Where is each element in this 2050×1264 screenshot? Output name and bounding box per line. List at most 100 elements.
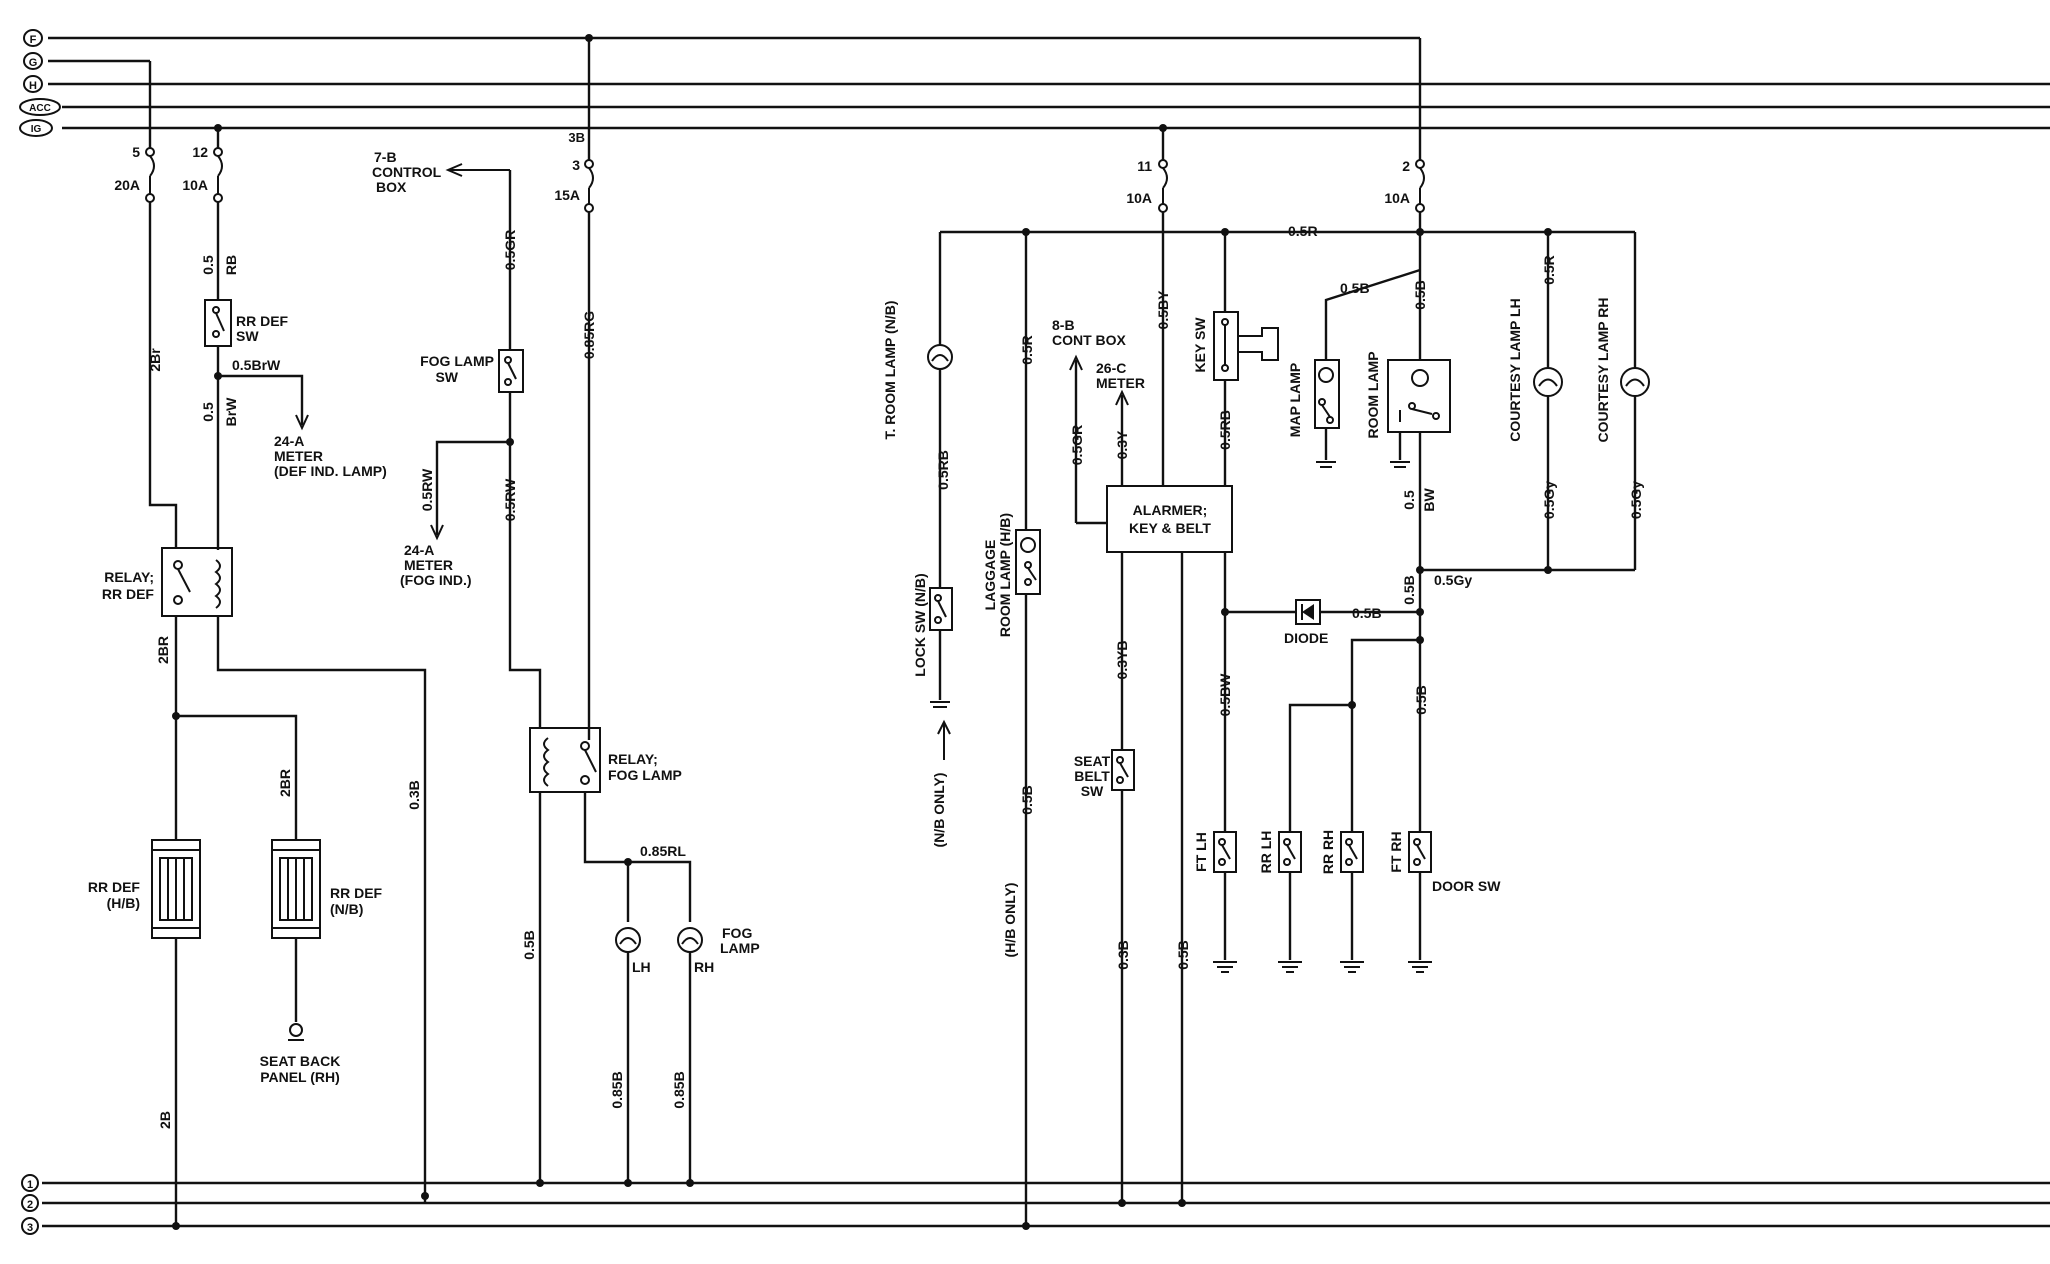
svg-text:0.5: 0.5	[1401, 490, 1417, 510]
door-switch-rr-lh: RR LH	[1258, 831, 1302, 874]
svg-text:FT LH: FT LH	[1193, 832, 1209, 872]
svg-text:RELAY;: RELAY;	[608, 751, 658, 767]
fuse-5: 5 20A	[114, 144, 155, 203]
svg-text:0.5B: 0.5B	[1019, 785, 1035, 815]
fuse-12: 12 10A	[182, 144, 223, 203]
fuse-3: 3B 3 15A	[554, 130, 594, 213]
seat-belt-switch	[1111, 749, 1135, 791]
svg-text:20A: 20A	[114, 177, 140, 193]
svg-text:IG: IG	[31, 124, 42, 135]
fog-lamp-lh-icon: LH	[615, 927, 651, 975]
svg-text:SEAT: SEAT	[1074, 753, 1111, 769]
svg-text:ALARMER;: ALARMER;	[1133, 502, 1208, 518]
svg-text:10A: 10A	[1126, 190, 1152, 206]
svg-text:0.5R: 0.5R	[1541, 255, 1557, 285]
svg-text:0.5Gy: 0.5Gy	[1628, 481, 1644, 519]
svg-text:LAMP: LAMP	[720, 940, 760, 956]
svg-text:0.5: 0.5	[200, 255, 216, 275]
svg-text:12: 12	[192, 144, 208, 160]
svg-text:0.5B: 0.5B	[1413, 685, 1429, 715]
svg-text:0.5R: 0.5R	[1288, 223, 1318, 239]
rr-def-switch: RR DEF SW	[204, 299, 289, 347]
svg-text:0.5B: 0.5B	[1175, 940, 1191, 970]
svg-text:5: 5	[132, 144, 140, 160]
svg-text:0.5B: 0.5B	[1352, 605, 1382, 621]
relay-rr-def: RELAY; RR DEF	[102, 547, 233, 617]
svg-text:T. ROOM LAMP (N/B): T. ROOM LAMP (N/B)	[882, 301, 898, 440]
svg-text:0.3B: 0.3B	[1115, 940, 1131, 970]
rr-def-circuit: 5 20A 2Br 12 10A 0.5 RB RR DEF SW	[88, 61, 427, 1230]
svg-text:0.5GR: 0.5GR	[1069, 425, 1085, 465]
svg-text:RR LH: RR LH	[1258, 831, 1274, 874]
svg-text:3: 3	[572, 157, 580, 173]
fog-lamp-circuit: 3B 3 15A 0.85RG 7-B CONTROL BOX 0.5GR FO…	[372, 34, 760, 1203]
svg-text:2: 2	[27, 1199, 33, 1211]
svg-text:26-C: 26-C	[1096, 360, 1126, 376]
top-buses: F G H ACC IG	[19, 29, 2050, 137]
svg-text:0.3Y: 0.3Y	[1114, 430, 1130, 459]
svg-text:SEAT BACK: SEAT BACK	[260, 1053, 341, 1069]
relay-fog-lamp: RELAY; FOG LAMP	[529, 727, 682, 793]
svg-text:BELT: BELT	[1074, 768, 1110, 784]
door-switch-ft-rh: FT RH	[1388, 831, 1432, 873]
lock-switch	[929, 587, 953, 631]
svg-text:0.3B: 0.3B	[406, 780, 422, 810]
fuse-2: 2 10A	[1384, 158, 1425, 213]
svg-text:2: 2	[1402, 158, 1410, 174]
svg-text:PANEL (RH): PANEL (RH)	[260, 1069, 340, 1085]
svg-text:SW: SW	[1081, 783, 1104, 799]
svg-text:2B: 2B	[157, 1111, 173, 1129]
svg-text:0.3YB: 0.3YB	[1114, 641, 1130, 680]
svg-text:COURTESY LAMP LH: COURTESY LAMP LH	[1507, 298, 1523, 441]
svg-text:0.5RW: 0.5RW	[419, 468, 435, 511]
svg-text:0.5: 0.5	[200, 402, 216, 422]
svg-text:RR DEF: RR DEF	[88, 879, 141, 895]
rr-def-hb-heater: RR DEF (H/B)	[88, 716, 201, 939]
courtesy-lamp-rh-icon	[1620, 367, 1650, 397]
interior-lamps-circuit: 11 10A 0.5BY 2 10A 0.5R T. ROOM LAMP (N/	[882, 38, 1650, 1230]
bus-ig-terminal: IG	[19, 119, 53, 137]
svg-text:10A: 10A	[182, 177, 208, 193]
fog-lamp-switch: FOG LAMP SW	[420, 349, 524, 393]
svg-text:3B: 3B	[568, 130, 585, 145]
svg-text:0.5Gy: 0.5Gy	[1541, 481, 1557, 519]
fuse-11: 11 10A	[1126, 158, 1168, 213]
bus-3-terminal: 3	[21, 1217, 39, 1235]
svg-text:FT RH: FT RH	[1388, 831, 1404, 872]
svg-text:(H/B): (H/B)	[107, 895, 140, 911]
svg-text:0.5BrW: 0.5BrW	[232, 357, 281, 373]
svg-text:(N/B): (N/B)	[330, 901, 363, 917]
svg-text:BOX: BOX	[376, 179, 407, 195]
svg-text:1: 1	[27, 1179, 33, 1191]
svg-text:0.5Gy: 0.5Gy	[1434, 572, 1472, 588]
svg-text:24-A: 24-A	[274, 433, 304, 449]
svg-text:FOG: FOG	[722, 925, 752, 941]
rr-def-nb-heater: RR DEF (N/B)	[271, 839, 383, 939]
svg-text:0.5R: 0.5R	[1019, 335, 1035, 365]
svg-text:METER: METER	[274, 448, 323, 464]
alarmer-unit: ALARMER; KEY & BELT	[1106, 485, 1233, 553]
svg-text:H: H	[29, 80, 37, 92]
svg-text:RR RH: RR RH	[1320, 830, 1336, 874]
svg-text:KEY SW: KEY SW	[1192, 317, 1208, 373]
svg-text:(DEF IND. LAMP): (DEF IND. LAMP)	[274, 463, 387, 479]
svg-text:ACC: ACC	[29, 103, 51, 114]
svg-text:RR DEF: RR DEF	[330, 885, 383, 901]
svg-text:RELAY;: RELAY;	[104, 569, 154, 585]
bus-1-terminal: 1	[21, 1174, 39, 1192]
svg-text:RH: RH	[694, 959, 714, 975]
svg-text:0.85B: 0.85B	[671, 1071, 687, 1108]
svg-text:LH: LH	[632, 959, 651, 975]
svg-text:F: F	[30, 34, 37, 46]
svg-text:0.5BW: 0.5BW	[1217, 673, 1233, 717]
bus-acc-terminal: ACC	[19, 98, 61, 116]
svg-text:15A: 15A	[554, 187, 580, 203]
svg-text:7-B: 7-B	[374, 149, 397, 165]
map-lamp	[1314, 359, 1340, 429]
svg-text:2BR: 2BR	[277, 769, 293, 797]
svg-text:G: G	[29, 57, 38, 69]
svg-text:DIODE: DIODE	[1284, 630, 1328, 646]
room-lamp	[1387, 359, 1451, 433]
svg-text:ROOM LAMP (H/B): ROOM LAMP (H/B)	[997, 513, 1013, 637]
